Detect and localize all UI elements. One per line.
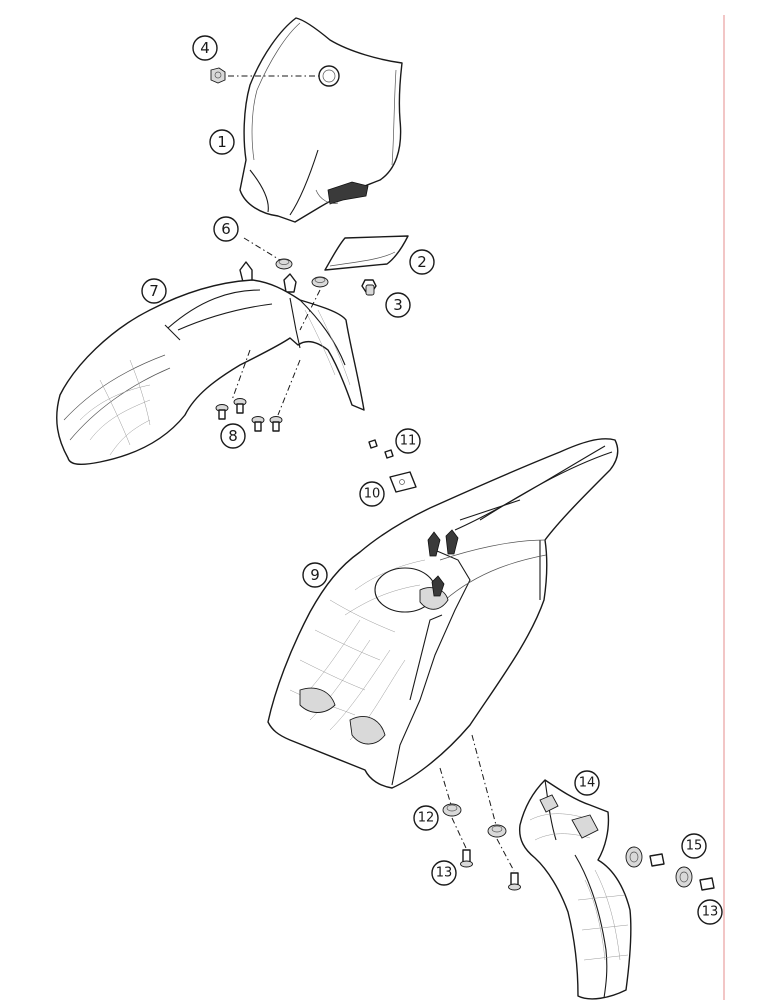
callout-2: 2 xyxy=(409,249,435,275)
svg-text:1: 1 xyxy=(217,133,227,151)
svg-text:3: 3 xyxy=(393,296,403,314)
part-plate-pad[interactable] xyxy=(324,235,409,271)
callout-1: 1 xyxy=(209,129,235,155)
svg-text:12: 12 xyxy=(418,811,435,826)
part-grommet-15[interactable] xyxy=(625,846,715,891)
svg-text:8: 8 xyxy=(228,427,238,445)
part-screw-4[interactable] xyxy=(210,67,226,84)
svg-text:13: 13 xyxy=(702,905,719,920)
leader-9b xyxy=(471,734,497,826)
callout-4: 4 xyxy=(192,35,218,61)
callout-7: 7 xyxy=(141,278,167,304)
svg-text:4: 4 xyxy=(200,39,210,57)
callout-9: 9 xyxy=(302,562,328,588)
leader-7b xyxy=(277,359,301,416)
part-screws-8[interactable] xyxy=(215,398,283,432)
callout-13-lower: 13 xyxy=(431,860,457,886)
leader-7a xyxy=(231,349,251,401)
callout-3: 3 xyxy=(385,292,411,318)
svg-text:11: 11 xyxy=(400,434,417,449)
leader-13b xyxy=(496,838,515,872)
leader-9a xyxy=(439,767,453,809)
part-start-number-plate[interactable] xyxy=(239,17,403,223)
svg-text:14: 14 xyxy=(579,776,596,791)
callout-11: 11 xyxy=(395,428,421,454)
callout-10: 10 xyxy=(359,481,385,507)
part-rear-fender[interactable] xyxy=(267,438,619,789)
svg-text:13: 13 xyxy=(436,866,453,881)
callout-12: 12 xyxy=(413,805,439,831)
callout-8: 8 xyxy=(220,423,246,449)
svg-text:2: 2 xyxy=(417,253,427,271)
part-side-bracket[interactable] xyxy=(518,779,632,1000)
leader-6a xyxy=(243,237,281,261)
callout-13-right: 13 xyxy=(697,899,723,925)
svg-text:10: 10 xyxy=(364,487,381,502)
svg-text:6: 6 xyxy=(221,220,231,238)
part-front-fender[interactable] xyxy=(56,261,365,466)
part-clip-10[interactable] xyxy=(389,471,417,493)
svg-text:15: 15 xyxy=(686,839,703,854)
svg-text:9: 9 xyxy=(310,566,320,584)
part-screws-11[interactable] xyxy=(368,439,394,459)
part-bolt-3[interactable] xyxy=(361,279,377,296)
part-bushing-12[interactable] xyxy=(442,803,507,838)
callout-14: 14 xyxy=(574,770,600,796)
part-bushing-6[interactable] xyxy=(275,258,329,288)
leader-6b xyxy=(299,289,321,331)
callout-6: 6 xyxy=(213,216,239,242)
part-screws-13[interactable] xyxy=(460,849,521,891)
svg-text:7: 7 xyxy=(149,282,159,300)
leader-13a xyxy=(451,817,467,849)
callout-15: 15 xyxy=(681,833,707,859)
